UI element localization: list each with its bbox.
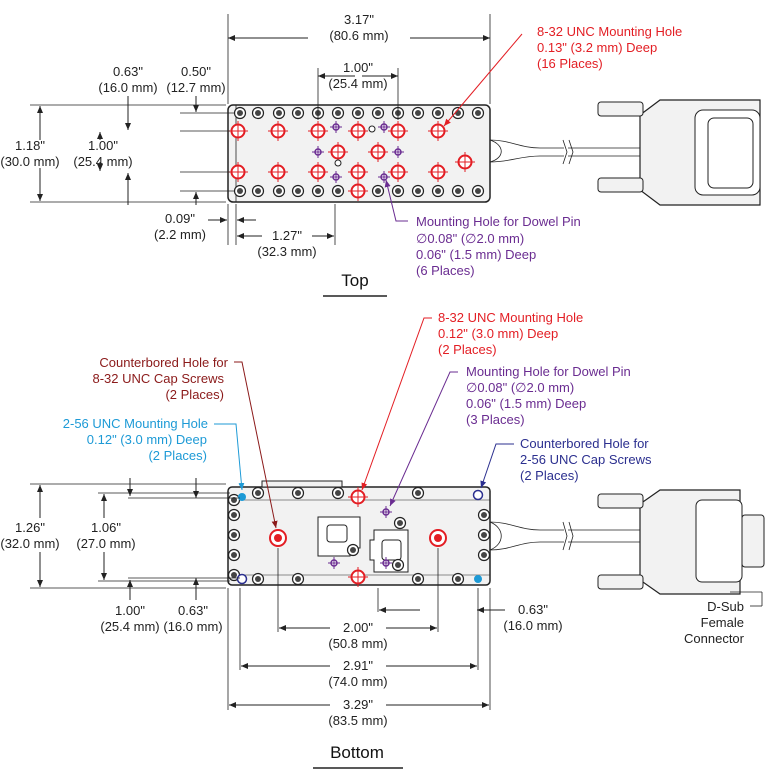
bottom-dim-329-in: 3.29"	[343, 697, 373, 712]
bottom-dsub-connector	[597, 489, 765, 595]
bottom-dim-200-in: 2.00"	[343, 620, 373, 635]
bottom-dim-063b-mm: (16.0 mm)	[503, 618, 562, 633]
bottom-dim-126-mm: (32.0 mm)	[0, 536, 59, 551]
top-dowel-label-3: 0.06" (1.5 mm) Deep	[416, 247, 536, 262]
cbore-832-label-3: (2 Places)	[165, 387, 224, 402]
dsub-label-3: Connector	[684, 631, 745, 646]
cbore-832-label-1: Counterbored Hole for	[99, 355, 228, 370]
bottom-mount-label-2: 0.12" (3.0 mm) Deep	[438, 326, 558, 341]
bottom-dim-063b-in: 0.63"	[518, 602, 548, 617]
cbore-256-label-1: Counterbored Hole for	[520, 436, 649, 451]
top-dim-063-mm: (16.0 mm)	[98, 80, 157, 95]
bottom-view-title: Bottom	[330, 743, 384, 762]
top-view: 3.17" (80.6 mm) 1.00" (25.4 mm) 0.63" (1…	[0, 12, 761, 297]
top-dim-127-in: 1.27"	[272, 228, 302, 243]
bottom-256-holes	[236, 489, 484, 585]
bottom-dim-100-mm: (25.4 mm)	[100, 619, 159, 634]
top-dim-100-in: 1.00"	[343, 60, 373, 75]
top-dim-width-mm: (80.6 mm)	[329, 28, 388, 43]
bottom-dim-329-mm: (83.5 mm)	[328, 713, 387, 728]
bottom-dowel-label-3: 0.06" (1.5 mm) Deep	[466, 396, 586, 411]
top-dowel-label-2: ∅0.08" (∅2.0 mm)	[416, 231, 524, 246]
cbore-256-label-2: 2-56 UNC Cap Screws	[520, 452, 652, 467]
top-mount-label-2: 0.13" (3.2 mm) Deep	[537, 40, 657, 55]
cbore-832-label-2: 8-32 UNC Cap Screws	[93, 371, 225, 386]
top-mount-label-1: 8-32 UNC Mounting Hole	[537, 24, 682, 39]
top-view-title: Top	[341, 271, 368, 290]
bottom-dowel-label-2: ∅0.08" (∅2.0 mm)	[466, 380, 574, 395]
top-mount-label-3: (16 Places)	[537, 56, 603, 71]
bottom-dim-291-mm: (74.0 mm)	[328, 674, 387, 689]
top-dowel-label-1: Mounting Hole for Dowel Pin	[416, 214, 581, 229]
top-dsub-connector	[597, 99, 761, 206]
bottom-dowel-label-4: (3 Places)	[466, 412, 525, 427]
top-housing	[227, 104, 491, 203]
top-dim-063-in: 0.63"	[113, 64, 143, 79]
bottom-dim-106-in: 1.06"	[91, 520, 121, 535]
dsub-label-2: Female	[701, 615, 744, 630]
m256-label-2: 0.12" (3.0 mm) Deep	[87, 432, 207, 447]
bottom-dim-200-mm: (50.8 mm)	[328, 636, 387, 651]
top-dim-009-in: 0.09"	[165, 211, 195, 226]
bottom-dim-106-mm: (27.0 mm)	[76, 536, 135, 551]
bottom-dim-291-in: 2.91"	[343, 658, 373, 673]
bottom-view: D-Sub Female Connector 1.26" (32.0 mm) 1…	[0, 310, 765, 769]
top-dim-127-mm: (32.3 mm)	[257, 244, 316, 259]
dsub-label-1: D-Sub	[707, 599, 744, 614]
top-dim-100v-mm: (25.4 mm)	[73, 154, 132, 169]
top-dim-width-in: 3.17"	[344, 12, 374, 27]
bottom-mount-label-3: (2 Places)	[438, 342, 497, 357]
bottom-dim-063a-mm: (16.0 mm)	[163, 619, 222, 634]
top-dim-118-mm: (30.0 mm)	[0, 154, 59, 169]
top-dim-100-mm: (25.4 mm)	[328, 76, 387, 91]
bottom-dim-126-in: 1.26"	[15, 520, 45, 535]
top-dim-050-mm: (12.7 mm)	[166, 80, 225, 95]
top-dowel-label-4: (6 Places)	[416, 263, 475, 278]
bottom-dowel-label-1: Mounting Hole for Dowel Pin	[466, 364, 631, 379]
bottom-plates	[317, 516, 409, 573]
top-dim-050-in: 0.50"	[181, 64, 211, 79]
bottom-cbore-832-holes	[269, 529, 447, 547]
top-dim-118-in: 1.18"	[15, 138, 45, 153]
bottom-dim-100-in: 1.00"	[115, 603, 145, 618]
bottom-dim-063a-in: 0.63"	[178, 603, 208, 618]
top-dim-100v-in: 1.00"	[88, 138, 118, 153]
m256-label-3: (2 Places)	[148, 448, 207, 463]
cbore-256-label-3: (2 Places)	[520, 468, 579, 483]
m256-label-1: 2-56 UNC Mounting Hole	[63, 416, 208, 431]
bottom-mount-label-1: 8-32 UNC Mounting Hole	[438, 310, 583, 325]
top-dim-009-mm: (2.2 mm)	[154, 227, 206, 242]
